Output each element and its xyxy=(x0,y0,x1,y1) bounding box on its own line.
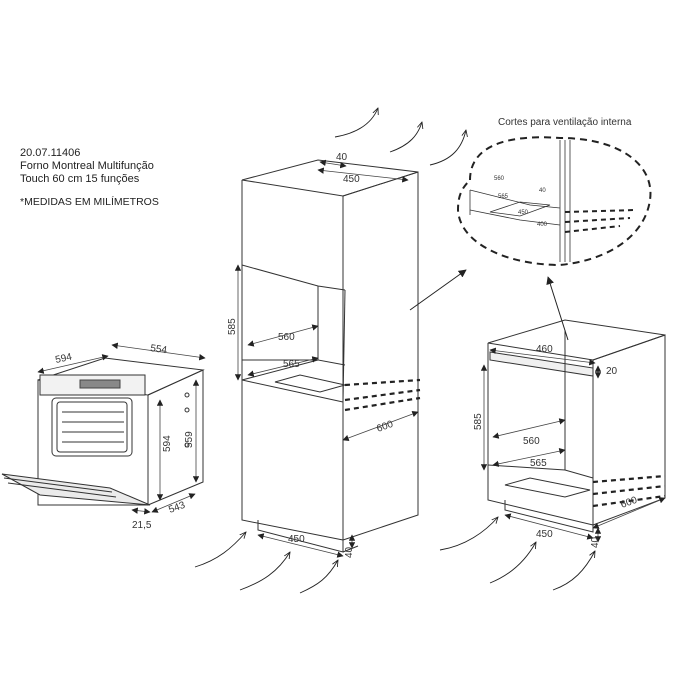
vent-detail-drawing xyxy=(469,140,571,262)
oven-dim-inner-height: 559 xyxy=(184,431,195,448)
oven-dim-door: 21,5 xyxy=(132,520,152,531)
tower-dimension-lines xyxy=(234,159,419,558)
under-dim-top-width: 460 xyxy=(536,344,553,355)
tower-cabinet xyxy=(241,159,419,553)
under-dimension-lines xyxy=(480,347,666,543)
oven-dimension-lines xyxy=(37,342,206,515)
tower-dim-top-width: 450 xyxy=(343,174,360,185)
units-note: *MEDIDAS EM MILÍMETROS xyxy=(20,196,159,208)
tower-dim-base-height: 40 xyxy=(344,546,355,558)
tower-dim-niche-width: 560 xyxy=(278,332,295,343)
under-dim-niche-width: 560 xyxy=(523,436,540,447)
tower-dim-base-width: 450 xyxy=(288,534,305,545)
oven-dim-height: 594 xyxy=(162,435,173,452)
oven-dimension-labels: 594 554 594 559 21,5 543 xyxy=(54,343,195,531)
under-dim-rail-height: 20 xyxy=(606,366,618,377)
oven-drawing xyxy=(1,357,205,506)
tower-dim-top-depth: 40 xyxy=(336,152,348,163)
tower-dim-niche-height: 585 xyxy=(227,318,238,335)
under-dim-base-width: 450 xyxy=(536,529,553,540)
airflow-arrows xyxy=(194,108,595,594)
under-dimension-labels: 460 20 585 560 565 600 450 40 xyxy=(473,344,639,548)
oven-dim-width: 594 xyxy=(54,352,73,366)
vent-detail-title: Cortes para ventilação interna xyxy=(498,117,632,128)
product-name-line2: Touch 60 cm 15 funções xyxy=(20,173,140,185)
vent-dim-gap: 40 xyxy=(539,188,546,194)
tower-dimension-labels: 40 450 585 560 565 600 450 40 xyxy=(227,152,395,558)
oven-dim-inner-depth: 543 xyxy=(167,500,187,516)
oven-dim-depth: 554 xyxy=(150,343,168,356)
vent-detail-dashes xyxy=(564,209,636,233)
under-dim-base-height: 40 xyxy=(590,536,601,548)
tower-dim-cabinet-depth: 600 xyxy=(375,419,395,435)
under-dim-niche-depth: 565 xyxy=(530,458,547,469)
tower-dim-niche-depth: 565 xyxy=(283,359,300,370)
under-dim-niche-height: 585 xyxy=(473,413,484,430)
vent-detail-labels: 560 565 40 450 400 xyxy=(494,176,548,228)
product-code: 20.07.11406 xyxy=(20,147,81,159)
tower-vent-dashes xyxy=(344,378,421,412)
vent-dim-depth: 565 xyxy=(498,194,509,200)
vent-detail-callout xyxy=(456,136,652,267)
leader-arrows xyxy=(409,269,569,341)
vent-dim-width: 560 xyxy=(494,176,505,182)
vent-dim-cut-depth: 400 xyxy=(537,222,548,228)
vent-dim-cut-width: 450 xyxy=(518,210,529,216)
product-name-line1: Forno Montreal Multifunção xyxy=(20,160,154,172)
